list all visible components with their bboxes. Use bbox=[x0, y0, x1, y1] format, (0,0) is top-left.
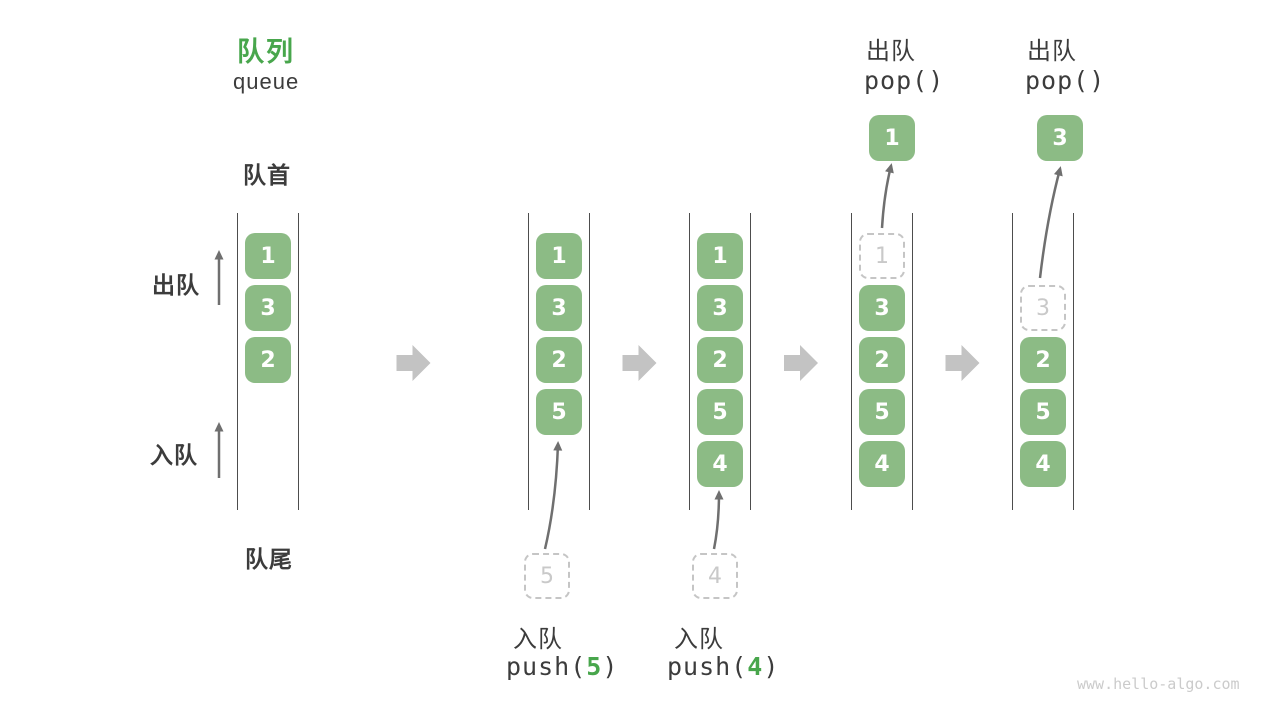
queue-element: 2 bbox=[697, 337, 743, 383]
enqueue-code-part: ) bbox=[602, 652, 619, 681]
enqueue-label: 入队 bbox=[674, 626, 724, 653]
dequeued-element: 1 bbox=[869, 115, 915, 161]
queue-element: 5 bbox=[697, 389, 743, 435]
dequeue-label: 出队 bbox=[866, 38, 916, 65]
queue-element: 2 bbox=[1020, 337, 1066, 383]
label-enqueue-side: 入队 bbox=[150, 442, 198, 468]
queue-element: 1 bbox=[697, 233, 743, 279]
queue-element: 2 bbox=[536, 337, 582, 383]
queue-element: 1 bbox=[536, 233, 582, 279]
queue-ghost-element: 1 bbox=[859, 233, 905, 279]
enqueue-code-part: 4 bbox=[747, 652, 764, 681]
label-dequeue-side: 出队 bbox=[152, 272, 200, 298]
queue-element: 2 bbox=[245, 337, 291, 383]
state-transition-arrow bbox=[622, 345, 657, 381]
enqueue-code-part: push( bbox=[667, 652, 748, 681]
queue-element: 4 bbox=[1020, 441, 1066, 487]
enqueue-incoming-element: 4 bbox=[692, 553, 738, 599]
state-transition-arrow bbox=[784, 345, 818, 381]
watermark: www.hello-algo.com bbox=[1077, 675, 1240, 693]
state-transition-arrow bbox=[945, 345, 980, 381]
enqueue-code: push(5) bbox=[506, 652, 618, 681]
queue-column-2 bbox=[528, 213, 590, 510]
queue-column-4 bbox=[851, 213, 913, 510]
queue-column-5 bbox=[1012, 213, 1074, 510]
queue-element: 3 bbox=[245, 285, 291, 331]
queue-column-3 bbox=[689, 213, 751, 510]
queue-element: 5 bbox=[1020, 389, 1066, 435]
enqueue-code-part: ) bbox=[763, 652, 780, 681]
title-en: queue bbox=[233, 69, 300, 94]
label-queue-front: 队首 bbox=[243, 162, 291, 188]
title-zh: 队列 bbox=[237, 37, 295, 67]
dequeue-code: pop() bbox=[1025, 66, 1106, 95]
queue-element: 3 bbox=[859, 285, 905, 331]
enqueue-label: 入队 bbox=[513, 626, 563, 653]
queue-element: 5 bbox=[859, 389, 905, 435]
dequeue-code: pop() bbox=[864, 66, 945, 95]
state-transition-arrow bbox=[396, 345, 431, 381]
queue-column-1 bbox=[237, 213, 299, 510]
enqueue-code: push(4) bbox=[667, 652, 779, 681]
enqueue-code-part: push( bbox=[506, 652, 587, 681]
queue-element: 3 bbox=[697, 285, 743, 331]
dequeued-element: 3 bbox=[1037, 115, 1083, 161]
queue-element: 3 bbox=[536, 285, 582, 331]
queue-element: 5 bbox=[536, 389, 582, 435]
dequeue-label: 出队 bbox=[1027, 38, 1077, 65]
queue-ghost-element: 3 bbox=[1020, 285, 1066, 331]
queue-element: 4 bbox=[697, 441, 743, 487]
enqueue-code-part: 5 bbox=[586, 652, 603, 681]
queue-element: 2 bbox=[859, 337, 905, 383]
queue-element: 4 bbox=[859, 441, 905, 487]
enqueue-incoming-element: 5 bbox=[524, 553, 570, 599]
label-queue-rear: 队尾 bbox=[245, 546, 293, 572]
queue-element: 1 bbox=[245, 233, 291, 279]
